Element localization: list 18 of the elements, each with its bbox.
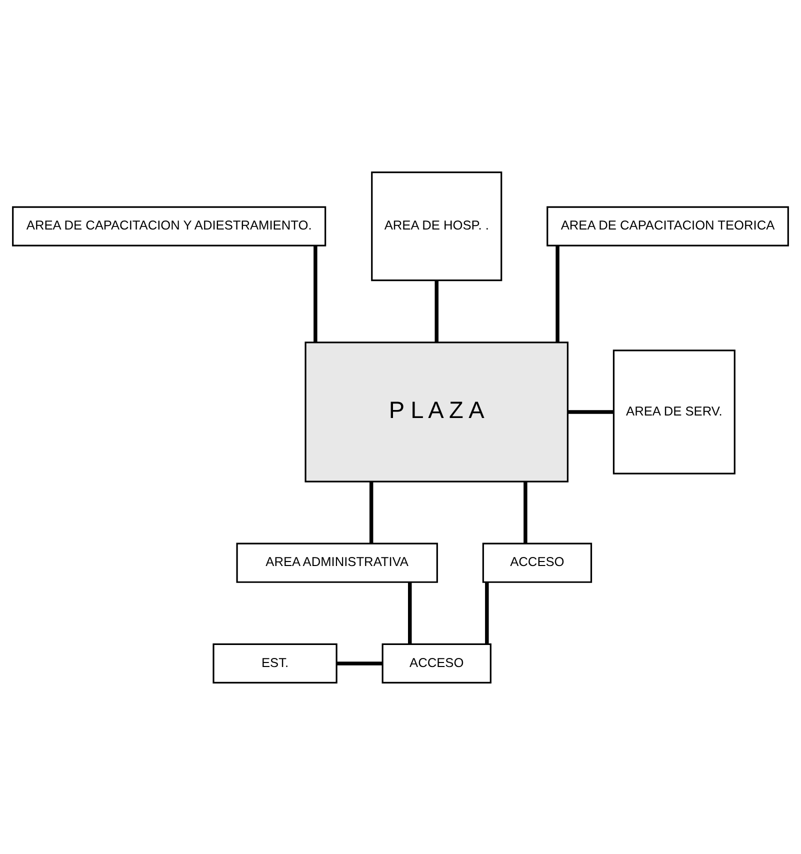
node-box: AREA DE HOSP. . xyxy=(371,170,502,281)
connector xyxy=(314,245,318,342)
node-box: EST. xyxy=(212,642,338,684)
connector xyxy=(568,410,614,414)
node-box: AREA DE SERV. xyxy=(612,349,736,474)
connector xyxy=(408,582,412,644)
node-box: AREA ADMINISTRATIVA xyxy=(236,542,438,582)
node-box: AREA DE CAPACITACION Y ADIESTRAMIENTO. xyxy=(12,206,326,246)
node-box: ACCESO xyxy=(382,642,492,684)
connector xyxy=(336,661,382,665)
connector xyxy=(556,245,560,342)
connector xyxy=(524,481,528,544)
connector xyxy=(485,582,489,644)
node-box: P L A Z A xyxy=(304,341,568,482)
node-box: ACCESO xyxy=(482,542,592,582)
connector xyxy=(369,481,374,544)
connector xyxy=(434,280,438,342)
node-box: AREA DE CAPACITACION TEORICA xyxy=(546,206,789,246)
